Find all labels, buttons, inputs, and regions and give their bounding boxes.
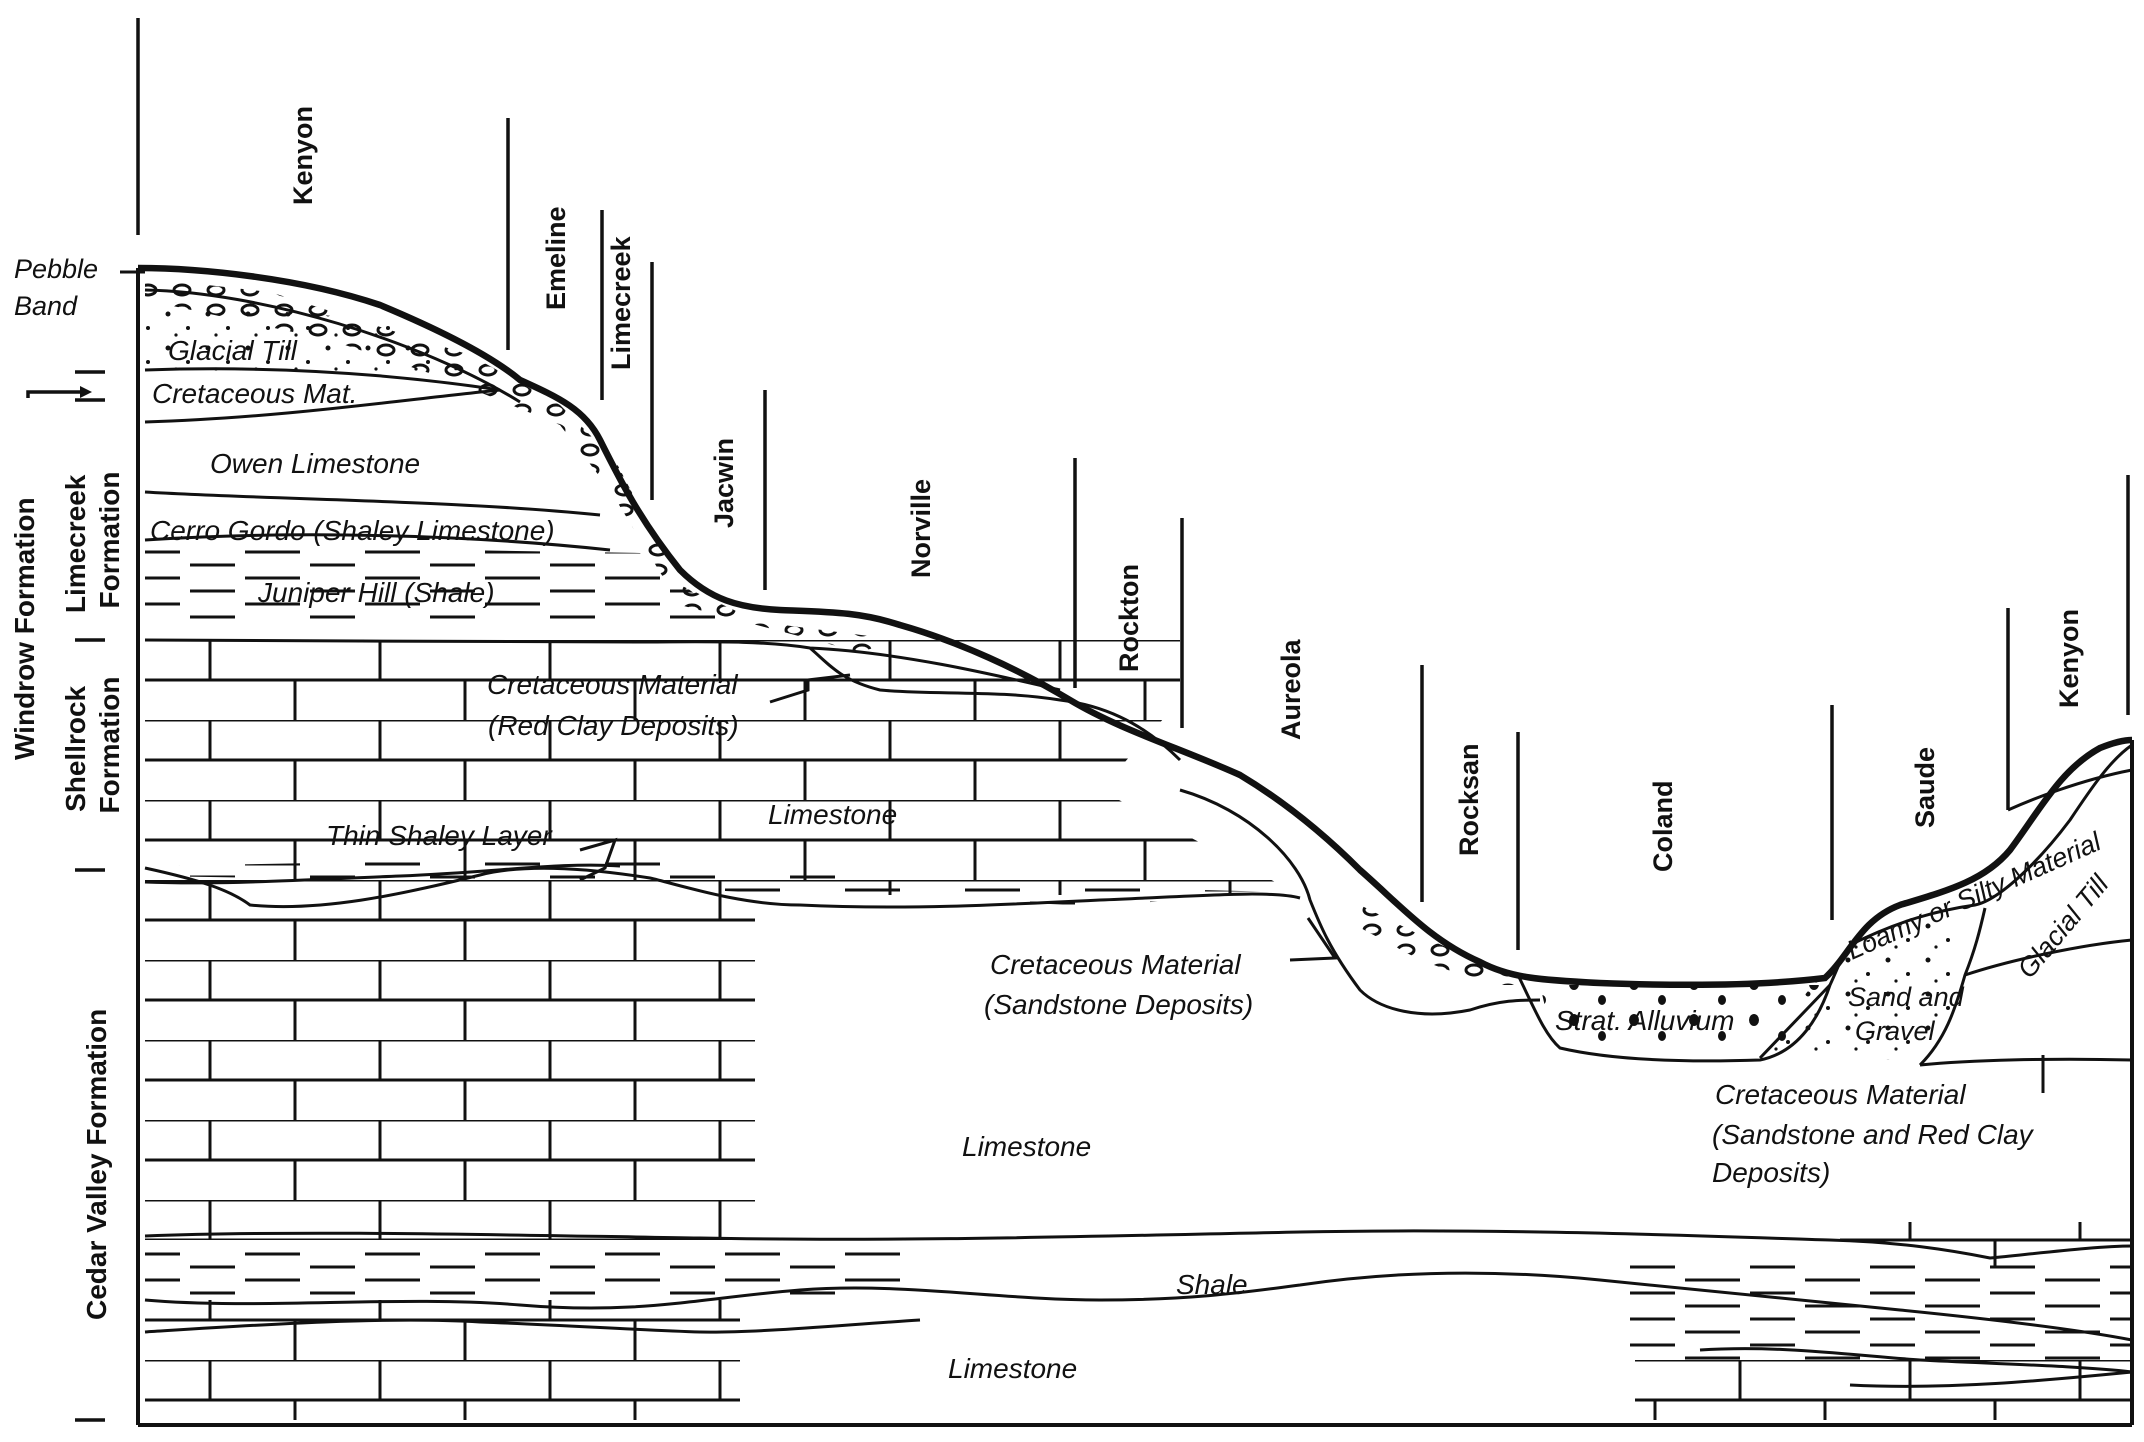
label-cerro-gordo: Cerro Gordo (Shaley Limestone)	[150, 515, 555, 546]
label-thin-shaley-layer: Thin Shaley Layer	[326, 820, 553, 851]
soil-name-emeline: Emeline	[541, 206, 571, 310]
label-cretaceous-sr-2: (Sandstone and Red Clay	[1712, 1119, 2035, 1150]
label-cretaceous-sr-1: Cretaceous Material	[1715, 1079, 1966, 1110]
label-cretaceous-sand-1: Cretaceous Material	[990, 949, 1241, 980]
label-gravel: Gravel	[1855, 1016, 1936, 1046]
label-limestone-lower: Limestone	[962, 1131, 1091, 1162]
label-limestone-bottom: Limestone	[948, 1353, 1077, 1384]
pebble-band-pattern	[145, 278, 900, 652]
label-juniper-hill: Juniper Hill (Shale)	[257, 577, 495, 608]
soil-name-kenyon-right: Kenyon	[2054, 609, 2084, 708]
cedar-valley-limestone-pattern	[145, 880, 755, 1240]
soil-name-saude: Saude	[1910, 747, 1940, 828]
label-pebble-band-2: Band	[14, 291, 78, 321]
label-cretaceous-sr-3: Deposits)	[1712, 1157, 1830, 1188]
label-owen-limestone: Owen Limestone	[210, 448, 420, 479]
soil-name-jacwin: Jacwin	[709, 438, 739, 528]
soil-name-aureola: Aureola	[1276, 638, 1306, 740]
shellrock-limestone-pattern	[145, 640, 1300, 895]
label-glacial-till: Glacial Till	[168, 335, 298, 366]
label-limestone-mid: Limestone	[768, 799, 897, 830]
label-shale: Shale	[1176, 1269, 1248, 1300]
formation-shellrock: Shellrock Formation	[60, 677, 125, 814]
shale-pattern-right	[1620, 1260, 2132, 1360]
soil-name-rocksan: Rocksan	[1454, 743, 1484, 856]
label-cretaceous-mat: Cretaceous Mat.	[152, 378, 357, 409]
soil-name-limecreek: Limecreek	[606, 235, 636, 370]
lower-limestone-pattern-left	[145, 1300, 740, 1420]
soil-name-kenyon-left: Kenyon	[288, 106, 318, 205]
formation-limecreek: Limecreek Formation	[60, 467, 125, 613]
sand-gravel-dots	[1755, 915, 1955, 1060]
label-sand-and: Sand and	[1848, 982, 1965, 1012]
label-cretaceous-sand-2: (Sandstone Deposits)	[984, 989, 1253, 1020]
label-cretaceous-red-2: (Red Clay Deposits)	[488, 710, 739, 741]
shale-pattern-left	[145, 1244, 900, 1295]
pebble-band-lower-pattern	[1355, 905, 1520, 985]
ground-surface	[137, 264, 2133, 989]
formation-cedar-valley: Cedar Valley Formation	[81, 1009, 112, 1320]
right-limestone-pattern	[1840, 1222, 2132, 1268]
soil-name-coland: Coland	[1648, 781, 1678, 873]
formation-windrow: Windrow Formation	[9, 497, 40, 760]
soil-name-rockton: Rockton	[1114, 564, 1144, 672]
soil-name-norville: Norville	[906, 479, 936, 578]
label-pebble-band-1: Pebble	[14, 254, 98, 284]
alluvium-dots	[1540, 985, 1820, 1050]
thin-shale-pattern	[150, 858, 1280, 906]
windrow-arrow-head	[80, 386, 92, 398]
lower-limestone-pattern-right	[1635, 1360, 2132, 1420]
juniper-shale-pattern	[145, 545, 730, 620]
label-strat-alluvium: Strat. Alluvium	[1555, 1005, 1734, 1036]
label-cretaceous-red-1: Cretaceous Material	[487, 669, 738, 700]
